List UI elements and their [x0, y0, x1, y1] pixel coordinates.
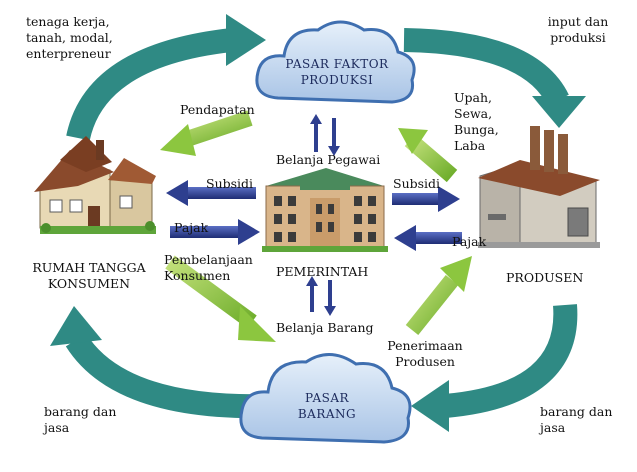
pajak-right-label: Pajak [452, 234, 487, 249]
penerimaan-produsen-label: Penerimaan Produsen [387, 338, 463, 369]
pendapatan-arrow [160, 110, 253, 156]
penerimaan-arrow [405, 256, 472, 335]
pembelanjaan-arrow [165, 255, 276, 342]
cloud-icon [239, 353, 412, 444]
belanja-barang-label: Belanja Barang [276, 320, 374, 335]
pembelanjaan-konsumen-label: Pembelanjaan Konsumen [164, 252, 253, 283]
input-dan-produksi-label: input dan produksi [547, 14, 609, 45]
pajak-left-arrow [170, 219, 260, 245]
outer-flow-arrow-bottom-right [411, 304, 578, 432]
cloud-icon [255, 20, 416, 104]
pasar-barang-label: PASAR BARANG [297, 391, 357, 421]
upah-sewa-bunga-laba-label: Upah, Sewa, Bunga, Laba [454, 90, 499, 153]
produsen-label: PRODUSEN [506, 270, 584, 285]
subsidi-right-arrow [392, 186, 460, 212]
outer-flow-arrow-bottom-left [50, 306, 271, 419]
pemerintah-label: PEMERINTAH [276, 264, 369, 279]
pendapatan-label: Pendapatan [180, 102, 255, 117]
pasar-faktor-produksi-label: PASAR FAKTOR PRODUKSI [285, 57, 389, 87]
rumah-tangga-konsumen-label: RUMAH TANGGA KONSUMEN [32, 260, 146, 291]
barang-dan-jasa-right-label: barang dan jasa [540, 404, 613, 435]
belanja-pegawai-label: Belanja Pegawai [276, 152, 381, 167]
belanja-barang-arrows [306, 276, 336, 316]
tenaga-kerja-label: tenaga kerja, tanah, modal, enterpreneur [26, 14, 113, 61]
pajak-left-label: Pajak [174, 220, 209, 235]
house-icon [34, 136, 156, 234]
subsidi-right-label: Subsidi [393, 176, 441, 191]
belanja-pegawai-arrows [310, 114, 340, 156]
upah-arrow [398, 128, 458, 183]
outer-flow-arrow-top-right [403, 28, 586, 128]
factory-icon [478, 126, 600, 248]
subsidi-left-label: Subsidi [206, 176, 254, 191]
subsidi-left-arrow [166, 180, 256, 206]
outer-flow-arrow-top-left [66, 14, 266, 141]
pajak-right-arrow [394, 225, 462, 251]
government-building-icon [262, 168, 388, 252]
barang-dan-jasa-left-label: barang dan jasa [44, 404, 117, 435]
